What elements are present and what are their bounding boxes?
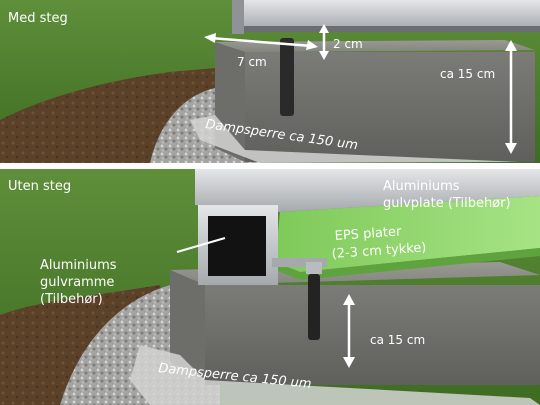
- label-frame-line3: (Tilbehør): [40, 292, 103, 307]
- aluminium-frame-cavity: [208, 216, 266, 276]
- eps-board-edge: [275, 248, 540, 280]
- concrete-top-face: [215, 40, 535, 52]
- dim-height-top-arrowhead-bottom: [505, 143, 517, 154]
- label-step-height: 2 cm: [333, 37, 363, 51]
- aluminium-frame-flange: [272, 258, 327, 267]
- dim-height-top-arrowhead-top: [505, 40, 517, 51]
- aluminium-profile-edge: [232, 0, 244, 34]
- dim-depth-arrowhead-left: [204, 33, 216, 43]
- dim-height-bottom-arrowhead-bottom: [343, 357, 355, 368]
- anchor-bolt: [280, 38, 294, 116]
- label-frame-line2: gulvramme: [40, 275, 114, 290]
- anchor-plug: [308, 274, 320, 340]
- aluminium-profile: [232, 0, 540, 30]
- top-panel: Med steg 2 cm 7 cm ca 15 cm Dampsperre c…: [0, 0, 540, 163]
- aluminium-floor-plate: [195, 169, 540, 212]
- label-slab-height-bottom: ca 15 cm: [370, 333, 425, 347]
- label-floor-plate-line1: Aluminiums: [383, 179, 460, 194]
- label-eps-line1: EPS plater: [334, 224, 402, 244]
- dim-depth-arrowhead-right: [306, 40, 318, 50]
- label-eps-line2: (2-3 cm tykke): [331, 240, 427, 262]
- dim-height-bottom-arrowhead-top: [343, 294, 355, 305]
- concrete-side-face-bottom: [170, 270, 205, 380]
- frame-leader-line: [176, 237, 226, 253]
- label-slab-height-top: ca 15 cm: [440, 67, 495, 81]
- screw-head: [306, 262, 322, 274]
- dim-depth-arrow: [209, 36, 313, 48]
- concrete-slab-bottom: [205, 285, 540, 385]
- label-step-depth: 7 cm: [237, 55, 267, 69]
- label-frame-line1: Aluminiums: [40, 258, 117, 273]
- aluminium-profile-lip: [244, 26, 540, 32]
- bottom-panel: Uten steg Aluminiums gulvplate (Tilbehør…: [0, 169, 540, 405]
- dim-step-arrowhead-bottom: [319, 51, 329, 60]
- section-title-without-step: Uten steg: [8, 179, 71, 194]
- label-floor-plate-line2: gulvplate (Tilbehør): [383, 196, 511, 211]
- panel-divider: [0, 163, 540, 169]
- dim-step-arrowhead-top: [319, 24, 329, 33]
- section-title-with-step: Med steg: [8, 11, 68, 26]
- eps-board: [275, 196, 540, 272]
- vapour-barrier-bottom: [130, 345, 540, 405]
